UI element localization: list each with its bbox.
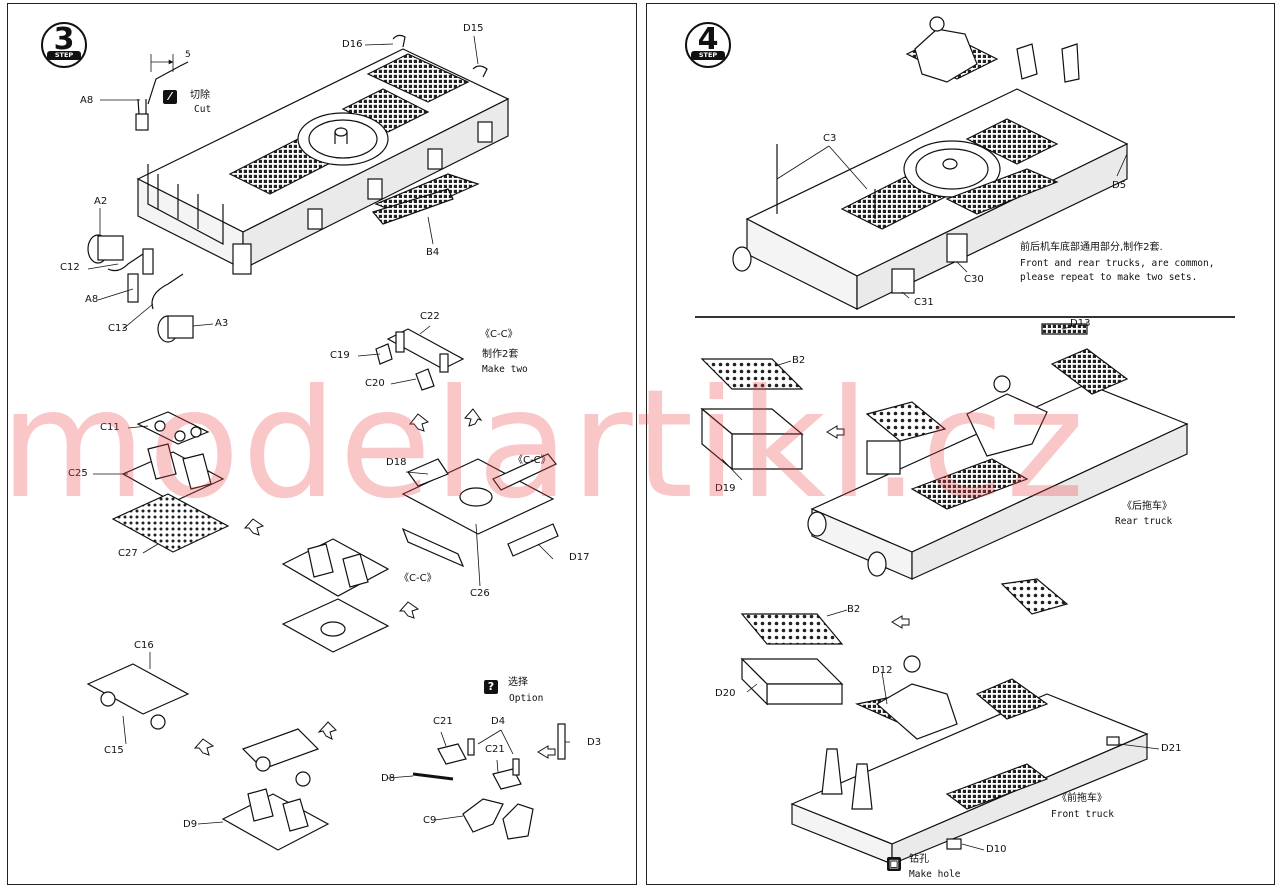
step-3-line-art	[86, 34, 570, 851]
c-c-label-left: 《C-C》	[399, 573, 437, 584]
front-truck-label-cn: 《前拖车》	[1057, 793, 1107, 804]
part-label-d4: D4	[491, 716, 506, 727]
part-label-b2-top: B2	[792, 355, 806, 366]
part-label-d19: D19	[715, 483, 736, 494]
part-label-c26: C26	[470, 588, 490, 599]
option-label-en: Option	[509, 693, 544, 704]
part-label-c22: C22	[420, 311, 440, 322]
part-label-c31: C31	[914, 297, 934, 308]
part-label-c11: C11	[100, 422, 120, 433]
part-label-d13: D13	[1070, 318, 1091, 329]
leader-lines-right	[721, 145, 1160, 851]
chassis-frame-illustration	[136, 48, 510, 275]
c-c-label-top: 《C-C》	[480, 329, 518, 340]
bogie-assemblies-illustration	[86, 411, 566, 851]
part-label-d10: D10	[986, 844, 1007, 855]
cut-label-en: Cut	[194, 104, 212, 115]
part-label-c20: C20	[365, 378, 385, 389]
c-c-label-right: 《C-C》	[513, 455, 551, 466]
common-chassis-illustration	[732, 16, 1129, 310]
front-truck-label-en: Front truck	[1051, 809, 1114, 820]
part-label-d17: D17	[569, 552, 590, 563]
step-3-badge: 3 STEP	[41, 22, 87, 68]
make-hole-label-en: Make hole	[909, 869, 961, 880]
rear-truck-label-en: Rear truck	[1115, 516, 1173, 527]
assembly-arrows-right	[826, 425, 910, 629]
part-label-d15: D15	[463, 23, 484, 34]
option-label-cn: 选择	[508, 677, 528, 688]
part-label-a3: A3	[215, 318, 229, 329]
step-4-note-en-2: please repeat to make two sets.	[1020, 272, 1198, 283]
part-label-a8: A8	[80, 95, 94, 106]
part-label-c15: C15	[104, 745, 124, 756]
part-label-d3: D3	[587, 737, 602, 748]
step-4-line-art	[700, 16, 1189, 865]
part-label-d9: D9	[183, 819, 198, 830]
c-c-subassembly-illustration	[375, 328, 559, 568]
part-label-c30: C30	[964, 274, 984, 285]
part-label-c9: C9	[423, 815, 437, 826]
option-icon: ?	[484, 680, 498, 694]
instruction-page-step-4: 4 STEP C3 D5 前后机车底部通用部分,制作2套. Front and …	[646, 3, 1275, 885]
part-label-c3: C3	[823, 133, 837, 144]
dimension-label: 5	[185, 50, 191, 60]
part-label-d12: D12	[872, 665, 893, 676]
part-label-d8: D8	[381, 773, 396, 784]
part-label-c21-right: C21	[485, 744, 505, 755]
rear-truck-label-cn: 《后拖车》	[1122, 501, 1172, 512]
part-label-c13: C13	[108, 323, 128, 334]
part-label-c25: C25	[68, 468, 88, 479]
rear-truck-illustration	[700, 323, 1189, 580]
part-label-b4: B4	[426, 247, 440, 258]
part-label-a2: A2	[94, 196, 108, 207]
leader-lines	[87, 35, 570, 825]
make-two-label-cn: 制作2套	[482, 349, 519, 360]
assembly-arrows	[193, 408, 556, 759]
section-divider	[695, 316, 1235, 318]
cut-label-cn: 切除	[190, 90, 210, 101]
part-label-c21-left: C21	[433, 716, 453, 727]
cut-icon: ⁄	[163, 90, 177, 104]
step-4-note-cn: 前后机车底部通用部分,制作2套.	[1020, 242, 1163, 253]
make-hole-label-cn: 钻孔	[909, 854, 929, 865]
part-label-d16: D16	[342, 39, 363, 50]
front-truck-illustration	[740, 578, 1149, 865]
part-label-c12: C12	[60, 262, 80, 273]
part-label-d21: D21	[1161, 743, 1182, 754]
drill-hole-icon: ▣	[887, 857, 901, 871]
part-label-c16: C16	[134, 640, 154, 651]
part-label-d18: D18	[386, 457, 407, 468]
make-two-label-en: Make two	[482, 364, 528, 375]
part-label-b2-bottom: B2	[847, 604, 861, 615]
coupler-parts-illustration	[87, 34, 488, 343]
part-label-d5: D5	[1112, 180, 1127, 191]
part-label-d20: D20	[715, 688, 736, 699]
step-4-note-en-1: Front and rear trucks, are common,	[1020, 258, 1215, 269]
instruction-page-step-3: 3 STEP 5 ⁄ 切除 Cut A8 A2 C12 A8 C13 A3 D1…	[7, 3, 637, 885]
part-label-a8-lower: A8	[85, 294, 99, 305]
part-label-c27: C27	[118, 548, 138, 559]
step-4-badge: 4 STEP	[685, 22, 731, 68]
part-label-c19: C19	[330, 350, 350, 361]
